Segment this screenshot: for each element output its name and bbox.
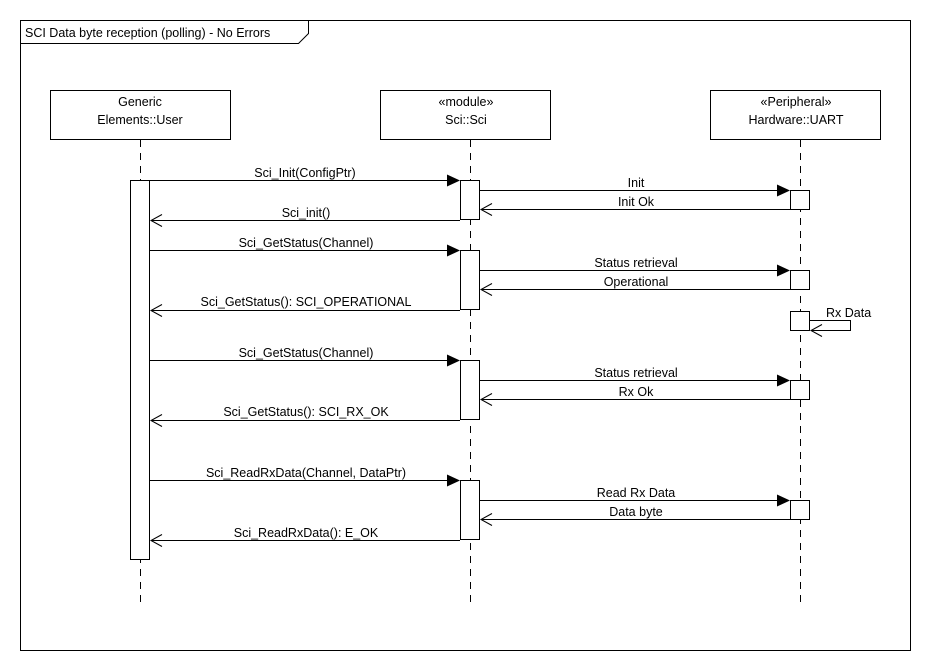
message-sci-init-call: Sci_Init(ConfigPtr) xyxy=(150,166,460,187)
lifeline-user-name-line2: Elements::User xyxy=(97,113,182,127)
activation-sci-1 xyxy=(460,180,480,220)
message-init-ok-return: Init Ok xyxy=(479,195,790,216)
message-label: Operational xyxy=(604,275,669,289)
message-readrxdata-return: Sci_ReadRxData(): E_OK xyxy=(149,526,460,547)
message-label: Rx Ok xyxy=(619,385,654,399)
message-label: Sci_Init(ConfigPtr) xyxy=(254,166,355,180)
arrowhead-open xyxy=(149,534,163,547)
message-getstatus-return-1: Sci_GetStatus(): SCI_OPERATIONAL xyxy=(149,295,460,317)
message-operational-return: Operational xyxy=(479,275,790,296)
arrowhead-filled xyxy=(777,494,790,507)
message-getstatus-call-1: Sci_GetStatus(Channel) xyxy=(150,236,460,257)
lifeline-sci: «module» Sci::Sci xyxy=(380,90,551,602)
self-message-line xyxy=(810,320,851,331)
diagram-frame xyxy=(20,20,911,651)
message-label: Rx Data xyxy=(826,306,871,320)
message-label: Sci_GetStatus(Channel) xyxy=(239,236,374,250)
message-sci-init-return: Sci_init() xyxy=(149,206,460,227)
frame-title-tab xyxy=(20,20,309,44)
lifeline-sci-name-line1: «module» xyxy=(439,95,494,109)
message-label: Status retrieval xyxy=(594,366,677,380)
arrowhead-filled xyxy=(777,184,790,197)
arrowhead-filled xyxy=(777,264,790,277)
message-getstatus-call-2: Sci_GetStatus(Channel) xyxy=(150,346,460,367)
arrowhead-filled xyxy=(447,354,460,367)
activation-uart-3 xyxy=(790,311,810,331)
activation-sci-3 xyxy=(460,360,480,420)
activation-user xyxy=(130,180,150,560)
activation-uart-4 xyxy=(790,380,810,400)
arrowhead-open xyxy=(149,414,163,427)
message-rx-data-self: Rx Data xyxy=(809,306,871,337)
message-read-rx-data-call: Read Rx Data xyxy=(480,486,790,507)
lifeline-user-name-line1: Generic xyxy=(118,95,162,109)
arrowhead-filled xyxy=(777,374,790,387)
lifeline-uart-name-line2: Hardware::UART xyxy=(749,113,844,127)
activation-uart-1 xyxy=(790,190,810,210)
message-getstatus-return-2: Sci_GetStatus(): SCI_RX_OK xyxy=(149,405,460,427)
message-label: Init Ok xyxy=(618,195,655,209)
message-label: Status retrieval xyxy=(594,256,677,270)
arrowhead-open xyxy=(479,393,493,406)
arrowhead-filled xyxy=(447,174,460,187)
message-label: Sci_init() xyxy=(282,206,331,220)
message-label: Sci_GetStatus(): SCI_OPERATIONAL xyxy=(201,295,412,309)
message-init-call: Init xyxy=(480,176,790,197)
message-label: Read Rx Data xyxy=(597,486,676,500)
lifeline-user: Generic Elements::User xyxy=(50,90,231,602)
message-data-byte-return: Data byte xyxy=(479,505,790,526)
lifeline-uart: «Peripheral» Hardware::UART xyxy=(710,90,881,602)
activation-sci-2 xyxy=(460,250,480,310)
lifeline-sci-name-line2: Sci::Sci xyxy=(445,113,487,127)
arrowhead-open xyxy=(479,283,493,296)
message-label: Sci_GetStatus(Channel) xyxy=(239,346,374,360)
frame-title: SCI Data byte reception (polling) - No E… xyxy=(25,26,270,40)
message-readrxdata-call: Sci_ReadRxData(Channel, DataPtr) xyxy=(150,466,460,487)
lifeline-user-box[interactable] xyxy=(50,90,231,140)
activation-uart-2 xyxy=(790,270,810,290)
arrowhead-open xyxy=(479,513,493,526)
arrowhead-filled xyxy=(447,474,460,487)
message-label: Init xyxy=(628,176,645,190)
arrowhead-open xyxy=(149,214,163,227)
activation-uart-5 xyxy=(790,500,810,520)
message-label: Sci_GetStatus(): SCI_RX_OK xyxy=(223,405,389,419)
lifeline-uart-name-line1: «Peripheral» xyxy=(761,95,832,109)
arrowhead-filled xyxy=(447,244,460,257)
message-status-retrieval-2: Status retrieval xyxy=(480,366,790,387)
arrowhead-open xyxy=(149,304,163,317)
lifeline-uart-box[interactable] xyxy=(710,90,881,140)
activation-sci-4 xyxy=(460,480,480,540)
arrowhead-open xyxy=(809,324,823,337)
message-label: Sci_ReadRxData(): E_OK xyxy=(234,526,379,540)
message-rx-ok-return: Rx Ok xyxy=(479,385,790,406)
message-label: Data byte xyxy=(609,505,663,519)
lifeline-sci-box[interactable] xyxy=(380,90,551,140)
message-status-retrieval-1: Status retrieval xyxy=(480,256,790,277)
arrowhead-open xyxy=(479,203,493,216)
message-label: Sci_ReadRxData(Channel, DataPtr) xyxy=(206,466,406,480)
